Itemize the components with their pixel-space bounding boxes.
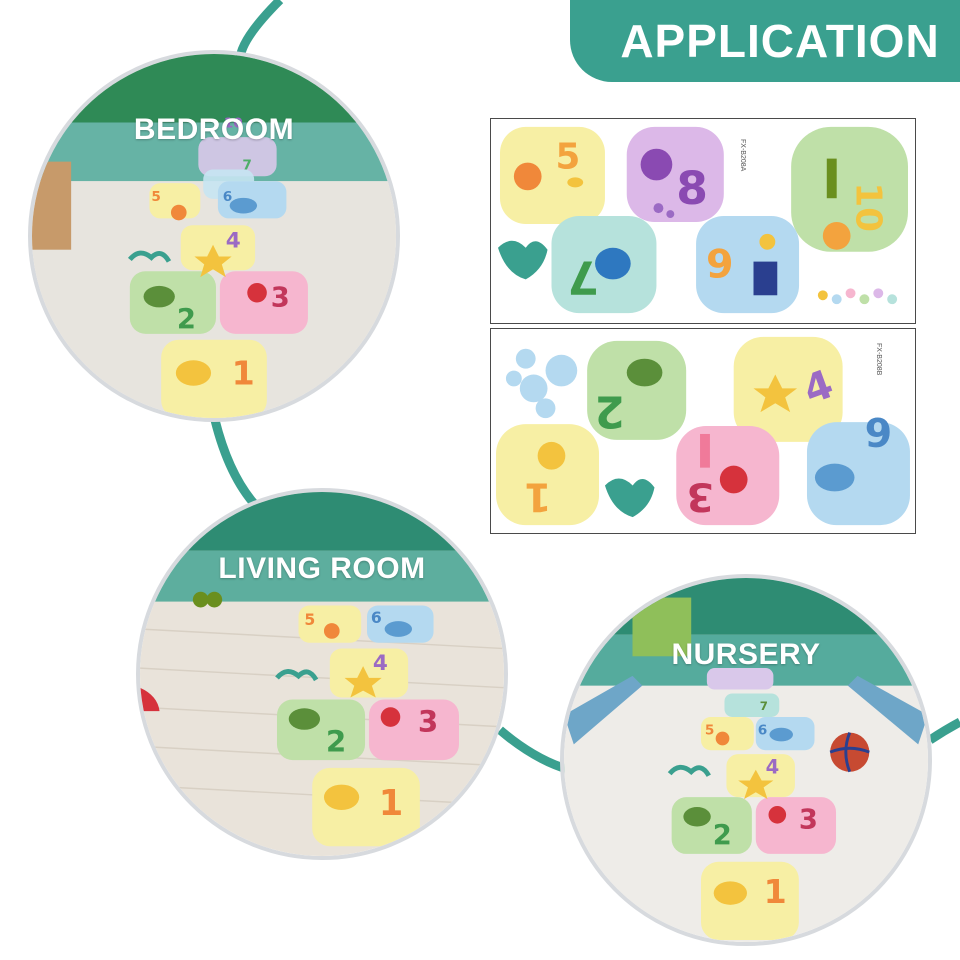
- bedroom-label: BEDROOM: [133, 113, 295, 146]
- sticker-number-5: 5: [555, 137, 580, 178]
- tile-number-6-bedroom: 6: [223, 189, 233, 205]
- sticker-sheet-a: 5 8 10 7 9 FX-B208A: [490, 118, 916, 324]
- nursery-label-band: NURSERY: [564, 630, 928, 680]
- sticker-number-2: 2: [594, 385, 624, 435]
- tile-number-10-bedroom: 10: [224, 115, 243, 131]
- living-room-label-band: LIVING ROOM: [140, 546, 504, 592]
- sticker-number-10: 10: [847, 182, 888, 232]
- small-dot-stickers: [817, 288, 898, 305]
- sticker-sheet-b: 2 4 1 3 6 FX-B208B: [490, 328, 916, 534]
- tile-number-2-nursery: 2: [713, 820, 732, 851]
- tile-number-1-nursery: 1: [764, 872, 787, 911]
- tile-number-2-bedroom: 2: [177, 304, 196, 335]
- tile-number-5-living: 5: [304, 610, 315, 629]
- tile-number-3-nursery: 3: [799, 804, 818, 835]
- sticker-number-8: 8: [676, 162, 708, 215]
- tile-number-6-living: 6: [371, 608, 382, 627]
- sticker-number-1: 1: [524, 473, 552, 519]
- living-room-label: LIVING ROOM: [218, 552, 426, 585]
- tile-number-1-living: 1: [379, 783, 404, 824]
- sheet-b-code: FX-B208B: [875, 343, 882, 376]
- tile-number-4-nursery: 4: [766, 756, 780, 779]
- tile-number-6-nursery: 6: [758, 723, 768, 739]
- bedroom-label-band: BEDROOM: [32, 106, 396, 154]
- nursery-label: NURSERY: [671, 638, 821, 671]
- living-room-scene: 5 6 4 2 3 1 LIVING ROOM: [136, 488, 508, 860]
- tile-number-4-bedroom: 4: [226, 229, 241, 254]
- tile-number-4-living: 4: [373, 651, 388, 676]
- nursery-scene: 7 5 6 4 2 3 1 NURSERY: [560, 574, 932, 946]
- tile-number-1-bedroom: 1: [232, 354, 255, 393]
- tile-number-2-living: 2: [326, 724, 346, 758]
- sticker-number-6: 6: [865, 408, 893, 454]
- tile-number-7-bedroom: 7: [242, 157, 252, 173]
- sticker-number-9: 9: [706, 241, 734, 287]
- sticker-number-3: 3: [686, 473, 714, 519]
- application-title: APPLICATION: [620, 15, 940, 67]
- tile-number-5-nursery: 5: [705, 723, 715, 739]
- application-header: APPLICATION: [570, 0, 960, 82]
- tile-number-3-bedroom: 3: [271, 282, 290, 313]
- bedroom-scene: 10 7 5 6 4 2 3 1 BEDROOM: [28, 50, 400, 422]
- sticker-number-7: 7: [567, 251, 599, 304]
- tile-number-7-nursery: 7: [760, 699, 768, 713]
- tile-number-5-bedroom: 5: [151, 189, 161, 205]
- tile-number-3-living: 3: [418, 705, 438, 739]
- sheet-a-code: FX-B208A: [739, 139, 746, 172]
